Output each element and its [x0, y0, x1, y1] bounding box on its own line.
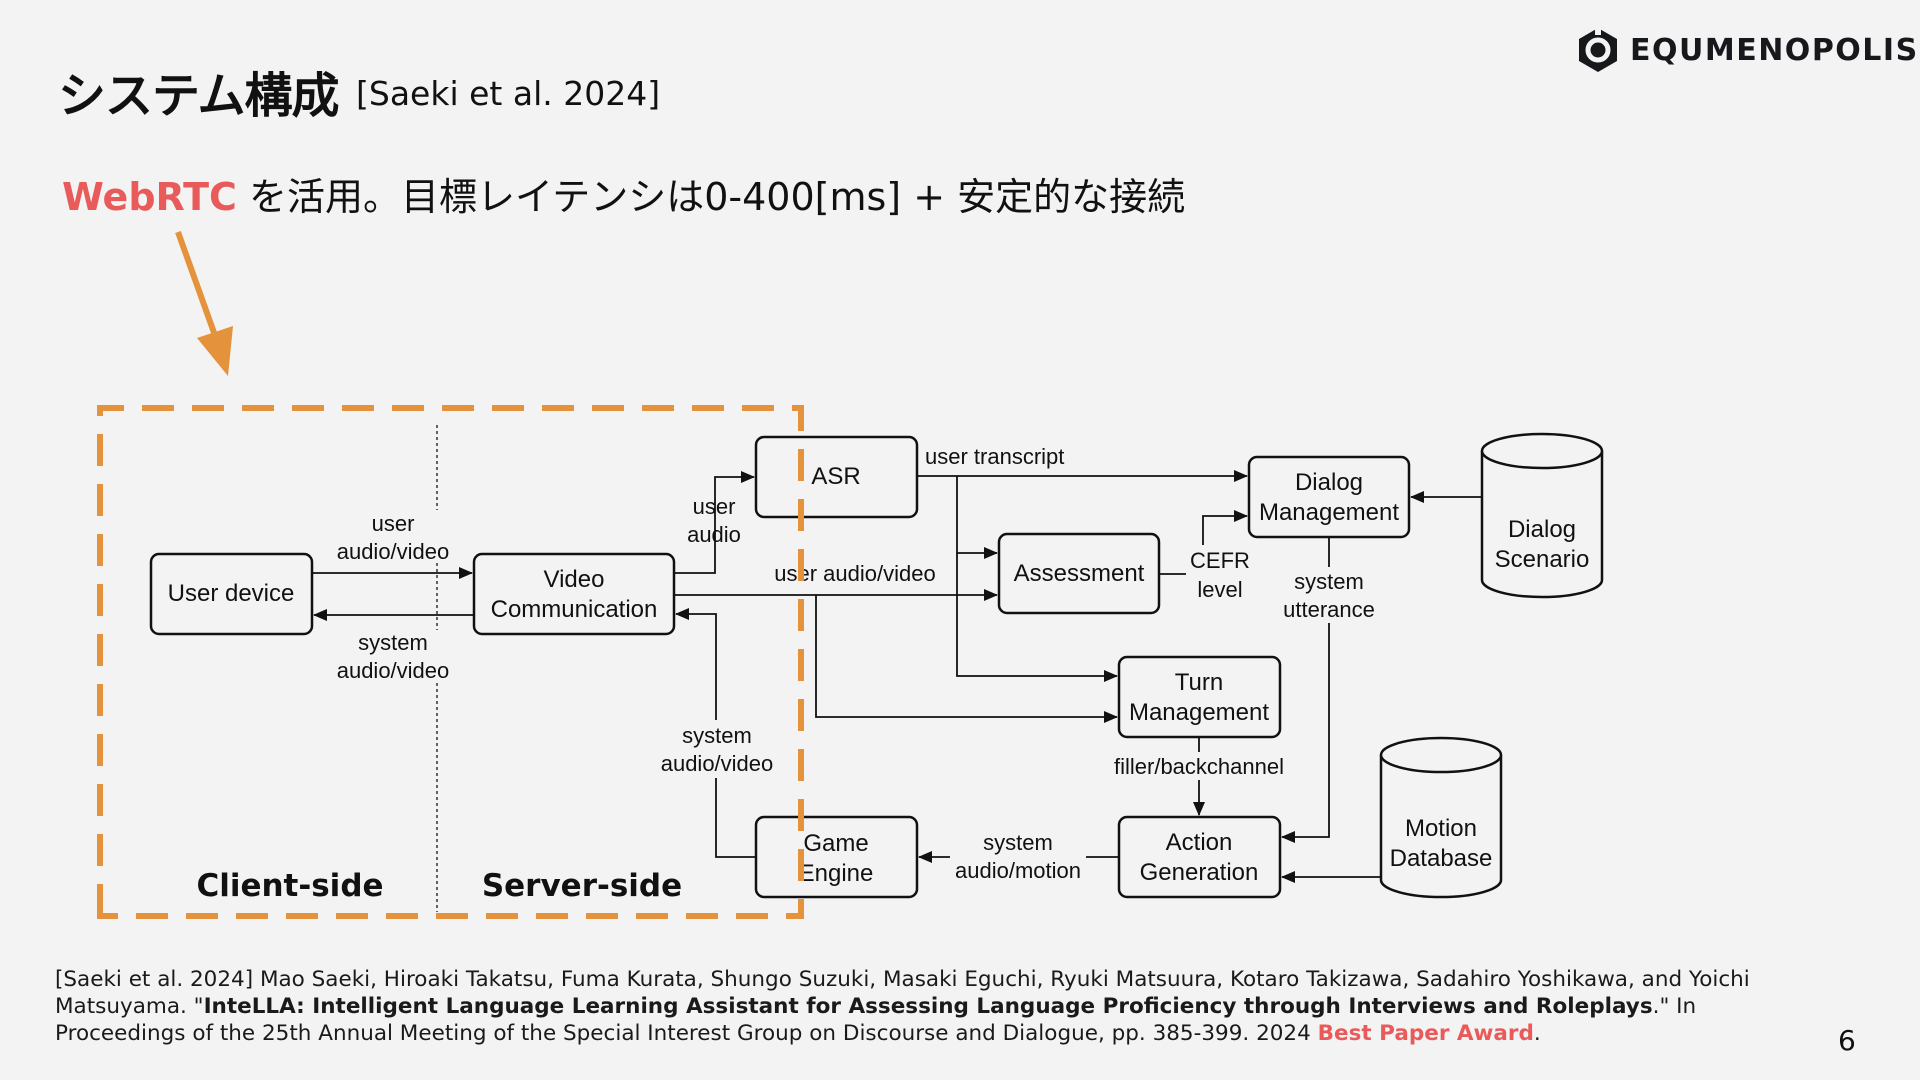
dialog-management-label-2: Management	[1259, 499, 1399, 526]
asr-label: ASR	[811, 463, 860, 490]
highlight-arrow	[175, 230, 233, 376]
user-audio-label-2: audio	[687, 522, 741, 547]
dialog-management-box: Dialog Management	[1247, 455, 1411, 539]
system-utterance-label-1: system	[1294, 569, 1364, 594]
system-av-label-1: system	[358, 630, 428, 655]
slide-subtitle: WebRTC を活用。目標レイテンシは0-400[ms] + 安定的な接続	[62, 166, 1185, 221]
webrtc-region-outline	[97, 405, 804, 919]
hexagon-ring-logo-icon	[1579, 26, 1617, 72]
dialog-scenario-label-2: Scenario	[1495, 546, 1590, 573]
brand-logo-text: EQUMENOPOLIS	[1630, 32, 1919, 68]
assessment-label: Assessment	[1014, 560, 1145, 587]
subtitle-accent: WebRTC	[62, 175, 237, 219]
dialog-scenario-label-1: Dialog	[1508, 516, 1576, 543]
system-av-game-label-2: audio/video	[661, 751, 774, 776]
subtitle-text: を活用。目標レイテンシは0-400[ms] + 安定的な接続	[236, 175, 1186, 219]
system-utterance-label-2: utterance	[1283, 597, 1375, 622]
game-engine-box: Game Engine	[754, 815, 919, 899]
connectors	[312, 470, 1482, 883]
user-device-box: User device	[149, 552, 314, 636]
motion-database: Motion Database	[1379, 736, 1503, 899]
user-device-label: User device	[168, 580, 295, 607]
system-motion-label-2: audio/motion	[955, 858, 1081, 883]
slide-title: システム構成	[58, 56, 340, 126]
turn-management-box: Turn Management	[1117, 655, 1282, 739]
action-generation-label-2: Generation	[1140, 859, 1259, 886]
user-audio-arrow	[674, 471, 755, 574]
reference-venue: ." In Proceedings of the 25th Annual Mee…	[55, 994, 1697, 1046]
motion-database-label-2: Database	[1390, 845, 1493, 872]
game-engine-label-2: Engine	[799, 860, 874, 887]
turn-management-label-2: Management	[1129, 699, 1269, 726]
user-av-to-turn-arrow	[815, 595, 1118, 723]
reference-suffix: .	[1533, 1021, 1541, 1046]
cefr-label-1: CEFR	[1190, 548, 1250, 573]
user-av-label-2: audio/video	[337, 539, 450, 564]
reference-footnote: [Saeki et al. 2024] Mao Saeki, Hiroaki T…	[55, 966, 1755, 1047]
video-communication-label-1: Video	[544, 566, 605, 593]
reference-paper-title: InteLLA: Intelligent Language Learning A…	[203, 994, 1653, 1019]
slide-title-text: システム構成	[58, 68, 340, 124]
transcript-to-turn-arrow	[956, 553, 1118, 682]
user-audio-label-1: user	[693, 494, 736, 519]
dialog-management-label-1: Dialog	[1295, 469, 1363, 496]
server-side-label: Server-side	[482, 868, 682, 904]
page-number: 6	[1838, 1024, 1856, 1057]
game-engine-label-1: Game	[803, 830, 868, 857]
asr-box: ASR	[754, 435, 919, 519]
reference-prefix: [Saeki et al. 2024] Mao Saeki, Hiroaki T…	[55, 967, 1750, 1019]
user-av-label-1: user	[372, 511, 415, 536]
action-generation-box: Action Generation	[1117, 815, 1282, 899]
system-av-label-2: audio/video	[337, 658, 450, 683]
filler-backchannel-label: filler/backchannel	[1114, 754, 1284, 779]
motion-database-label-1: Motion	[1405, 815, 1477, 842]
title-citation: [Saeki et al. 2024]	[356, 74, 661, 113]
reference-award: Best Paper Award	[1317, 1021, 1534, 1046]
turn-management-label-1: Turn	[1175, 669, 1223, 696]
user-transcript-label: user transcript	[925, 444, 1064, 469]
video-communication-label-2: Communication	[491, 596, 658, 623]
connector-labels: user audio/video system audio/video user…	[335, 444, 1380, 886]
video-communication-box: Video Communication	[472, 552, 676, 636]
action-generation-label-1: Action	[1166, 829, 1233, 856]
utterance-to-action-arrow	[1281, 537, 1330, 843]
cefr-label-2: level	[1197, 577, 1242, 602]
dialog-scenario-database: Dialog Scenario	[1480, 432, 1604, 599]
system-motion-label-1: system	[983, 830, 1053, 855]
transcript-to-assessment-arrow	[956, 476, 998, 559]
assessment-box: Assessment	[997, 532, 1161, 615]
brand-logo: EQUMENOPOLIS	[1576, 26, 1919, 74]
system-av-game-label-1: system	[682, 723, 752, 748]
client-side-label: Client-side	[196, 868, 383, 904]
